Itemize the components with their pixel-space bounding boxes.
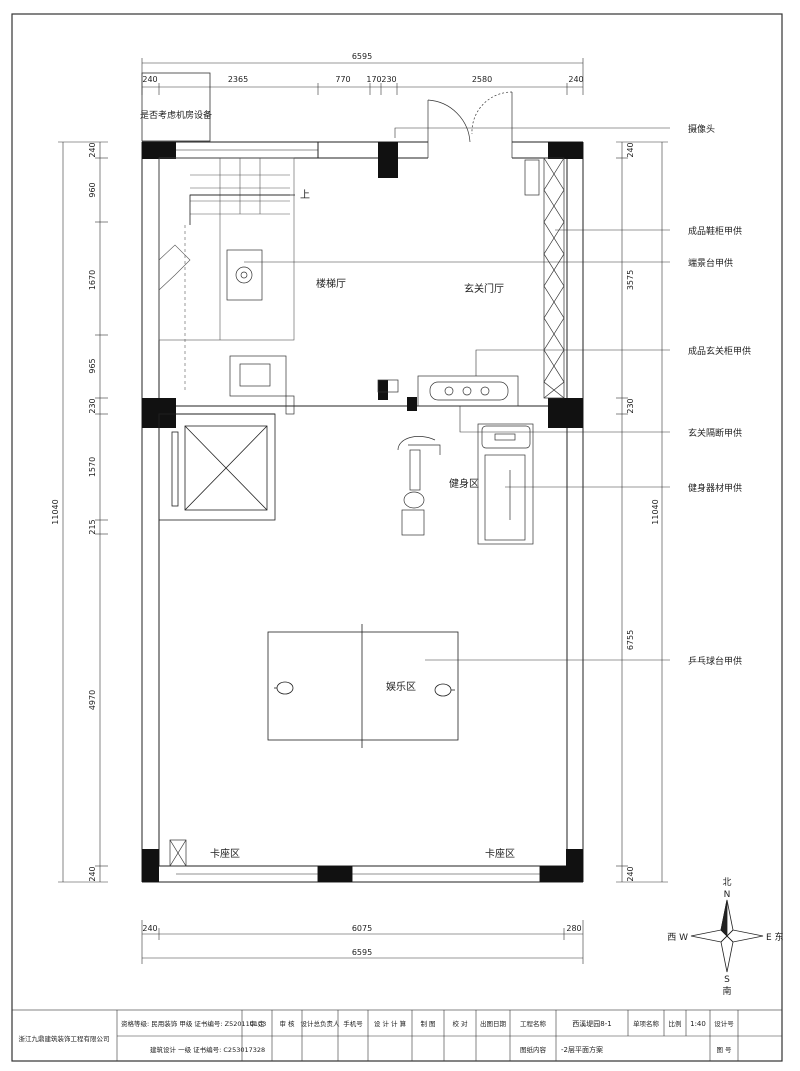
dim-top-total: 6595 xyxy=(352,52,372,61)
compass-south: 南 xyxy=(722,985,731,997)
tb-lead: 设计总负责人 xyxy=(301,1019,341,1028)
tb-audit: 审 核 xyxy=(279,1019,295,1028)
title-block xyxy=(11,1009,783,1062)
room-label-entertainment: 娱乐区 xyxy=(386,680,416,693)
note-fitness-equipment: 健身器材甲供 xyxy=(688,482,742,494)
dim-left-segment: 230 xyxy=(88,398,97,413)
dim-top-segment: 170 xyxy=(366,75,381,84)
tb-check: 校 对 xyxy=(452,1019,468,1028)
top-dimensions xyxy=(141,58,584,95)
dim-left-segment: 4970 xyxy=(88,690,97,710)
company-name: 浙江九鼎建筑装饰工程有限公司 xyxy=(19,1034,110,1043)
dim-left-segment: 215 xyxy=(88,519,97,534)
dim-left-segment: 240 xyxy=(88,142,97,157)
dim-left-segment: 240 xyxy=(88,866,97,881)
room-label-booth-left: 卡座区 xyxy=(210,847,240,860)
qualification-line-1: 资格等级: 民用装饰 甲级 证书编号: Z520110103 xyxy=(121,1019,266,1028)
dim-top-segment: 2365 xyxy=(228,75,248,84)
tb-item-label: 单项名称 xyxy=(633,1019,660,1028)
qualification-line-2: 建筑设计 一级 证书编号: C253017328 xyxy=(150,1045,265,1054)
tb-phone: 手机号 xyxy=(343,1019,363,1028)
dim-bottom-segment: 240 xyxy=(142,924,157,933)
walls xyxy=(141,141,584,883)
room-label-foyer: 玄关门厅 xyxy=(464,282,504,295)
leader-lines xyxy=(244,127,670,661)
dim-bottom-segment: 280 xyxy=(566,924,581,933)
note-incense-table: 端景台甲供 xyxy=(688,257,733,269)
room-label-stair-hall: 楼梯厅 xyxy=(316,277,346,290)
booth-box xyxy=(169,839,187,867)
dim-left-segment: 1570 xyxy=(88,457,97,477)
note-machine-room: 是否考虑机房设备 xyxy=(140,109,212,121)
compass-north: 北 xyxy=(722,877,731,888)
dim-right-segment: 240 xyxy=(626,142,635,157)
dim-left-segment: 1670 xyxy=(88,270,97,290)
room-label-booth-right: 卡座区 xyxy=(485,847,515,860)
dim-right-segment: 240 xyxy=(626,866,635,881)
note-camera: 摄像头 xyxy=(688,123,715,135)
decor-table xyxy=(226,249,263,301)
dim-left-segment: 960 xyxy=(88,182,97,197)
tb-content: -2层平面方案 xyxy=(561,1045,603,1054)
left-dimensions xyxy=(58,141,108,883)
stair xyxy=(158,157,295,390)
tb-draw: 制 图 xyxy=(420,1019,435,1028)
compass-s: S xyxy=(724,975,730,985)
tb-content-label: 图纸内容 xyxy=(520,1045,547,1054)
dim-top-segment: 230 xyxy=(381,75,396,84)
cabinet xyxy=(229,355,295,415)
dim-left-total: 11040 xyxy=(51,499,60,524)
tb-project-name: 西溪堤园8-1 xyxy=(572,1019,611,1028)
tb-design-no-label: 设计号 xyxy=(714,1019,734,1028)
elevator xyxy=(158,413,276,521)
tb-sheet-label: 图 号 xyxy=(716,1046,732,1054)
tb-project-label: 工程名称 xyxy=(520,1019,547,1028)
dim-right-segment: 6755 xyxy=(626,630,635,650)
pingpong-table xyxy=(267,624,459,748)
machine-room-box xyxy=(141,72,211,142)
foyer-cabinet xyxy=(377,375,519,407)
right-dimensions xyxy=(616,141,668,883)
exercise-bike xyxy=(397,436,441,536)
compass-n: N xyxy=(724,890,731,900)
note-pingpong-table: 乒乓球台甲供 xyxy=(688,655,742,667)
compass-icon xyxy=(690,899,764,973)
columns xyxy=(142,142,583,882)
stair-up-label: 上 xyxy=(300,189,310,201)
room-label-gym: 健身区 xyxy=(449,477,479,490)
note-foyer-partition: 玄关隔断甲供 xyxy=(688,427,742,439)
dim-top-segment: 240 xyxy=(142,75,157,84)
dim-right-total: 11040 xyxy=(651,499,660,524)
dim-top-segment: 2580 xyxy=(472,75,492,84)
dim-bottom-total: 6595 xyxy=(352,948,372,957)
tb-scale: 1:40 xyxy=(690,1020,706,1028)
dim-top-segment: 770 xyxy=(335,75,350,84)
entry-door xyxy=(427,91,513,158)
tb-design: 设 计 计 算 xyxy=(374,1019,407,1028)
dim-bottom-segment: 6075 xyxy=(352,924,372,933)
tb-date: 出图日期 xyxy=(480,1019,507,1028)
note-foyer-cabinet: 成品玄关柜甲供 xyxy=(688,345,751,357)
dim-top-segment: 240 xyxy=(568,75,583,84)
bottom-dimensions xyxy=(141,920,584,964)
dim-left-segment: 965 xyxy=(88,358,97,373)
tb-review: 审 定 xyxy=(249,1019,265,1028)
dim-right-segment: 230 xyxy=(626,398,635,413)
compass-west: 西 W xyxy=(667,932,688,943)
compass-east: E 东 xyxy=(766,931,784,943)
treadmill xyxy=(477,423,534,545)
dim-right-segment: 3575 xyxy=(626,270,635,290)
note-shoe-cabinet: 成品鞋柜甲供 xyxy=(688,225,742,237)
shoe-cabinet xyxy=(524,157,565,399)
tb-scale-label: 比例 xyxy=(669,1019,682,1028)
